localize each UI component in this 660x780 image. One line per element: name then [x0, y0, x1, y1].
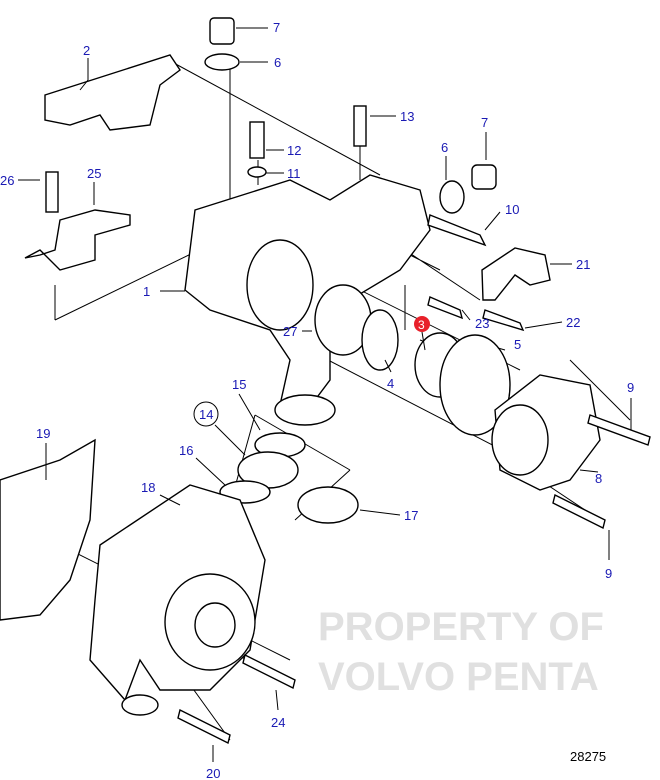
diagram-reference-number: 28275: [570, 749, 606, 764]
part-bolt-22[interactable]: [482, 309, 525, 332]
part-plug-7-right[interactable]: [471, 164, 497, 190]
part-bolt-10[interactable]: [427, 214, 487, 247]
part-gasket-19[interactable]: [0, 438, 96, 621]
part-bolt-23[interactable]: [427, 296, 464, 320]
callout-12[interactable]: 12: [287, 143, 301, 158]
callout-11[interactable]: 11: [287, 166, 301, 181]
callout-27[interactable]: 27: [283, 324, 297, 339]
callout-19[interactable]: 19: [36, 426, 50, 441]
part-nipple-12[interactable]: [249, 121, 265, 159]
highlight-marker: [414, 316, 430, 332]
part-bolt-9-upper[interactable]: [587, 414, 651, 446]
callout-4[interactable]: 4: [387, 376, 394, 391]
callout-21[interactable]: 21: [576, 257, 590, 272]
part-sleeve-17[interactable]: [297, 486, 359, 524]
part-bracket-25[interactable]: [24, 209, 131, 271]
callout-15[interactable]: 15: [232, 377, 246, 392]
callout-17[interactable]: 17: [404, 508, 418, 523]
watermark: PROPERTY OF VOLVO PENTA: [318, 605, 604, 699]
callout-22[interactable]: 22: [566, 315, 580, 330]
part-bolt-24[interactable]: [242, 653, 296, 690]
callout-2[interactable]: 2: [83, 43, 90, 58]
part-bolt-26[interactable]: [45, 171, 59, 213]
callout-13[interactable]: 13: [400, 109, 414, 124]
housing-outlet: [246, 239, 314, 331]
callout-6-right[interactable]: 6: [441, 140, 448, 155]
part-bolt-20[interactable]: [177, 708, 231, 745]
callout-3[interactable]: 3: [418, 318, 425, 332]
callout-25[interactable]: 25: [87, 166, 101, 181]
part-seal-6-right[interactable]: [439, 180, 465, 214]
watermark-line-1: PROPERTY OF: [318, 605, 604, 649]
callout-6-top[interactable]: 6: [274, 55, 281, 70]
part-seal-6-top[interactable]: [204, 53, 240, 71]
callout-9-upper[interactable]: 9: [627, 380, 634, 395]
callout-18[interactable]: 18: [141, 480, 155, 495]
callouts: 7 6 2 13 7 6 12 11 26 25 10 21 1 27 23 2…: [0, 20, 634, 780]
pump-inlet: [121, 694, 159, 716]
callout-10[interactable]: 10: [505, 202, 519, 217]
housing-lower-outlet: [274, 394, 336, 426]
part-sensor-13[interactable]: [353, 105, 367, 147]
callout-9-lower[interactable]: 9: [605, 566, 612, 581]
callout-23[interactable]: 23: [475, 316, 489, 331]
part-washer-11[interactable]: [247, 166, 267, 178]
callout-14[interactable]: 14: [199, 407, 213, 422]
callout-16[interactable]: 16: [179, 443, 193, 458]
callout-8[interactable]: 8: [595, 471, 602, 486]
cover-outlet: [491, 404, 549, 476]
callout-20[interactable]: 20: [206, 766, 220, 780]
callout-14-circle: [193, 401, 219, 427]
part-o-ring-4[interactable]: [361, 309, 399, 371]
part-gasket-5[interactable]: [439, 334, 511, 436]
watermark-line-2: VOLVO PENTA: [318, 655, 599, 699]
part-bolt-9-lower[interactable]: [552, 493, 606, 530]
callout-7-top[interactable]: 7: [273, 20, 280, 35]
pump-pulley-hub: [194, 602, 236, 648]
callout-7-right[interactable]: 7: [481, 115, 488, 130]
leader-lines: [18, 27, 632, 762]
part-bracket-2[interactable]: [44, 54, 181, 131]
callout-5[interactable]: 5: [514, 337, 521, 352]
part-bracket-21[interactable]: [481, 247, 551, 301]
part-plug-7-top[interactable]: [209, 17, 235, 45]
callout-24[interactable]: 24: [271, 715, 285, 730]
callout-26[interactable]: 26: [0, 173, 14, 188]
callout-1[interactable]: 1: [143, 284, 150, 299]
